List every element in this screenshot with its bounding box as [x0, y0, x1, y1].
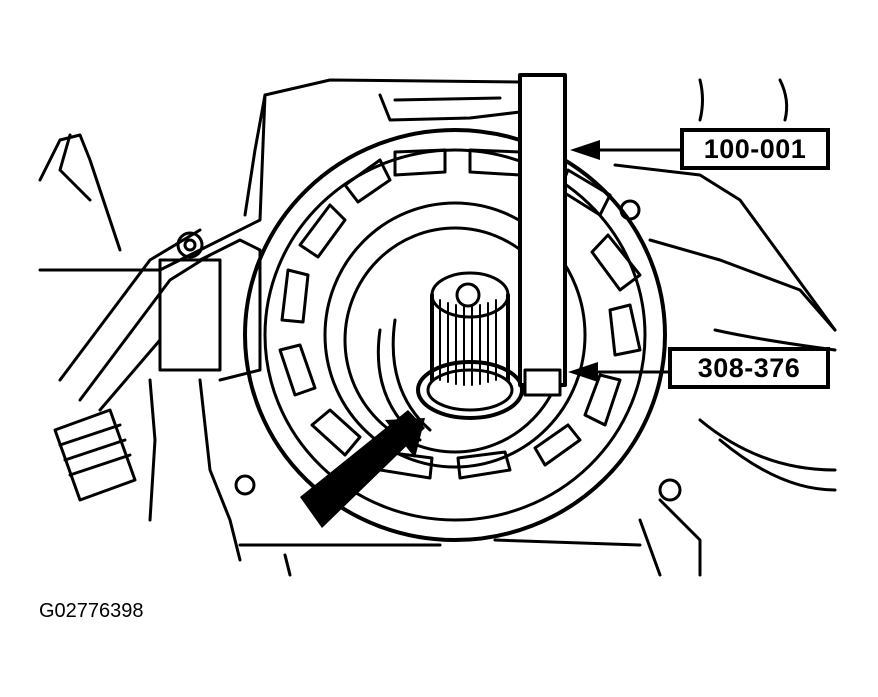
left-connector	[53, 408, 137, 502]
shaft-collar	[416, 360, 524, 420]
left-wire	[58, 133, 92, 202]
right-lower-arc	[698, 418, 837, 472]
left-arm	[58, 228, 202, 382]
left-arm-3	[98, 338, 162, 412]
lower-edge	[238, 538, 642, 547]
left-lower-frame-2	[198, 378, 242, 562]
upper-housing-inner	[393, 96, 502, 102]
shaft-collar-inner	[426, 368, 514, 412]
input-shaft-bore	[455, 282, 481, 308]
left-lower-frame	[148, 378, 157, 522]
left-arm-2	[78, 253, 212, 402]
engine-block-edge	[243, 93, 267, 217]
tool-rod-tip	[523, 368, 562, 397]
callout-100-001: 100-001	[680, 128, 830, 170]
right-lower-block-2	[638, 518, 662, 577]
left-bracket	[38, 133, 122, 252]
tool-rod	[518, 73, 567, 387]
housing-ring-2	[263, 148, 647, 522]
housing-ring-3	[323, 201, 587, 469]
right-housing-arc	[698, 78, 704, 122]
left-connector-detail	[58, 423, 132, 477]
right-housing-arc-2	[778, 78, 789, 122]
leader-arrow-308-376	[568, 362, 598, 382]
figure-id: G02776398	[39, 600, 144, 622]
bolt-head-lower-right	[658, 478, 682, 502]
pointer-arrow	[300, 410, 425, 528]
right-lower-block	[658, 498, 702, 577]
sensor-body	[158, 258, 222, 372]
right-block-line	[613, 163, 837, 332]
bolt-head-left	[176, 231, 204, 259]
bolt-head-lower-left	[234, 474, 256, 496]
leader-arrow-100-001	[570, 140, 600, 160]
housing-window-slots	[278, 148, 642, 480]
callout-308-376: 308-376	[668, 347, 830, 389]
input-shaft-body	[430, 293, 510, 382]
lower-edge-2	[283, 553, 292, 577]
spline-teeth	[439, 299, 497, 386]
pointer-arrowhead	[385, 418, 425, 458]
housing-outer-ring	[243, 128, 667, 542]
right-block-lower	[648, 238, 837, 332]
right-lower-arc-2	[718, 438, 837, 492]
upper-housing	[378, 93, 522, 122]
bolt-head-left-inner	[183, 238, 197, 252]
engine-block-outline	[38, 78, 522, 272]
